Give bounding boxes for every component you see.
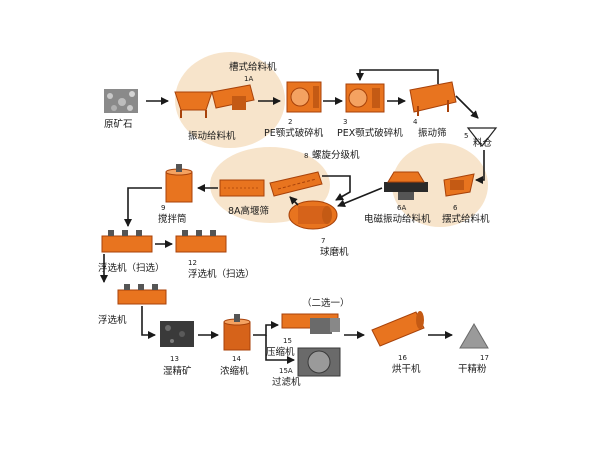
- silo-num: 5: [464, 132, 468, 140]
- high-weir-classifier-label: 8A高堰筛: [228, 205, 269, 217]
- vibrating-screen-icon: [409, 81, 457, 116]
- agitation-tank-label: 搅拌筒: [158, 213, 187, 225]
- silo-icon: [466, 127, 498, 147]
- trough-feeder-num: 1A: [244, 75, 253, 83]
- dry-concentrate-label: 干精粉: [458, 363, 487, 375]
- flotation-sweep-2-icon: [175, 230, 227, 253]
- choose-one-label: （二选一）: [302, 297, 350, 309]
- filter-press-num: 15: [283, 337, 292, 345]
- electromagnetic-feeder-icon: [384, 171, 428, 200]
- high-weir-classifier-icon: [219, 179, 265, 197]
- dry-concentrate-pile: [459, 323, 489, 349]
- dry-concentrate-num: 17: [480, 354, 489, 362]
- filter-icon: [297, 347, 341, 377]
- swing-feeder-icon: [443, 173, 475, 197]
- arrow-screen-to-silo: [455, 95, 479, 119]
- spiral-classifier-label: 螺旋分级机: [312, 149, 360, 161]
- pex-crusher-icon: [345, 83, 385, 113]
- electromagnetic-feeder-label: 电磁振动给料机: [364, 213, 431, 225]
- vibrating-feeder-icon: [174, 91, 213, 118]
- raw-ore-rock: [104, 89, 138, 113]
- arrow-flot3-to-concentrate: [141, 306, 156, 339]
- agitation-tank-num: 9: [161, 204, 165, 212]
- swing-feeder-num: 6: [453, 204, 458, 212]
- vibrating-screen-num: 4: [413, 118, 418, 126]
- wet-concentrate-num: 13: [170, 355, 179, 363]
- dryer-icon: [371, 311, 425, 347]
- pex-crusher-label: PEX颚式破碎机: [337, 127, 403, 139]
- ball-mill-label: 球磨机: [320, 246, 349, 258]
- arrow-silo-to-swing: [475, 150, 485, 184]
- dryer-num: 16: [398, 354, 407, 362]
- arrow-thickener-to-press: [253, 321, 279, 336]
- electromagnetic-feeder-num: 6A: [397, 204, 406, 212]
- arrow-thickener-to-filter: [265, 335, 295, 364]
- thickener-icon: [223, 314, 251, 351]
- raw-ore-label: 原矿石: [104, 118, 133, 130]
- flotation-sweep-1-icon: [101, 230, 153, 253]
- filter-label: 过滤机: [272, 376, 301, 388]
- arrow-screen-return-loop: [356, 69, 439, 84]
- flotation-sweep-2-label: 浮选机（扫选）: [188, 268, 255, 280]
- pe-crusher-label: PE颚式破碎机: [264, 127, 324, 139]
- arrow-feeder-to-ballmill: [337, 187, 383, 208]
- ball-mill-icon: [288, 200, 338, 230]
- ball-mill-num: 7: [321, 237, 325, 245]
- agitation-tank-icon: [165, 164, 193, 203]
- vibrating-screen-label: 振动筛: [418, 127, 447, 139]
- flotation-3-icon: [117, 284, 167, 305]
- filter-press-icon: [281, 313, 340, 334]
- pe-crusher-num: 2: [288, 118, 292, 126]
- arrow-mill-to-classifier: [289, 196, 299, 206]
- swing-feeder-label: 摆式给料机: [442, 213, 490, 225]
- filter-press-label: 压缩机: [266, 346, 295, 358]
- silo-label: 料仓: [473, 137, 493, 149]
- arrow-tank-to-flotation: [124, 187, 162, 227]
- vibrating-feeder-label: 振动给料机: [188, 130, 236, 142]
- halo-feeder: [392, 143, 488, 227]
- pex-crusher-num: 3: [343, 118, 347, 126]
- flotation-sweep-1-label: 浮选机（扫选）: [98, 262, 165, 274]
- spiral-classifier-num: 8: [304, 152, 308, 160]
- flotation-sweep-2-num: 12: [188, 259, 197, 267]
- flotation-3-label: 浮选机: [98, 314, 127, 326]
- dryer-label: 烘干机: [392, 363, 421, 375]
- arrow-classifier-return: [322, 175, 351, 201]
- trough-feeder-icon: [211, 84, 255, 110]
- filter-num: 15A: [279, 367, 293, 375]
- wet-concentrate-label: 湿精矿: [163, 365, 192, 377]
- trough-feeder-label: 槽式给料机: [229, 61, 277, 73]
- spiral-classifier-icon: [269, 171, 323, 197]
- wet-concentrate-pile: [160, 321, 194, 347]
- thickener-num: 14: [232, 355, 241, 363]
- thickener-label: 浓缩机: [220, 365, 249, 377]
- pe-crusher-icon: [286, 81, 322, 113]
